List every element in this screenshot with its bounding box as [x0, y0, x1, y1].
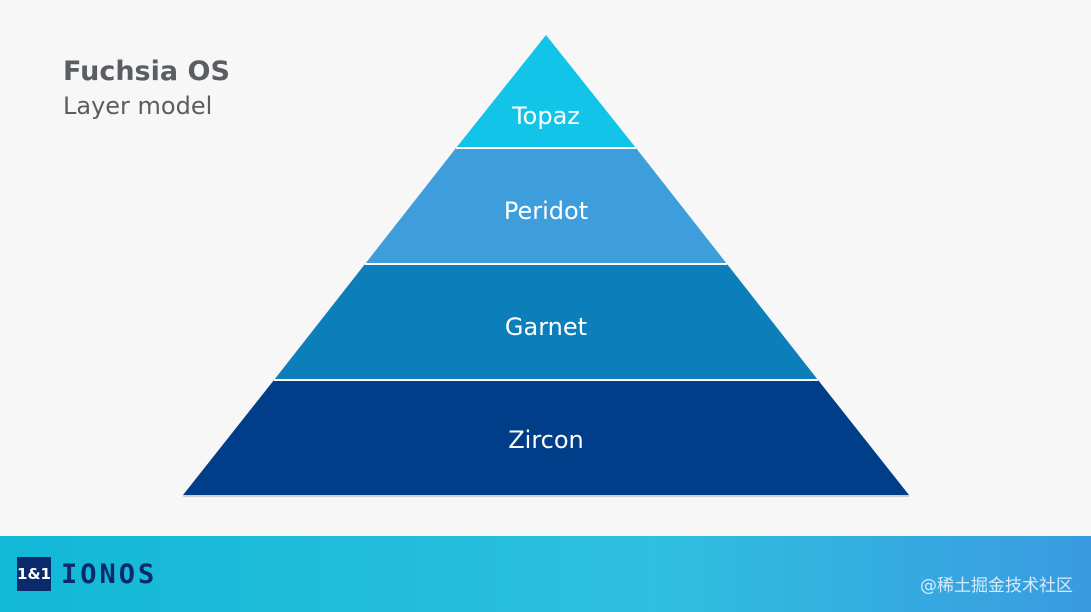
- pyramid-layer-garnet: [274, 264, 818, 380]
- layer-label-zircon: Zircon: [508, 426, 584, 454]
- pyramid-layer-topaz: [456, 35, 636, 148]
- ionos-logo: 1&1 IONOS: [17, 557, 157, 591]
- layer-pyramid: Topaz Peridot Garnet Zircon: [183, 35, 909, 497]
- page-title: Fuchsia OS: [63, 56, 230, 87]
- layer-label-peridot: Peridot: [504, 197, 588, 225]
- logo-box: 1&1: [17, 557, 51, 591]
- watermark: @稀土掘金技术社区: [920, 576, 1073, 596]
- layer-label-garnet: Garnet: [505, 313, 587, 341]
- pyramid-layer-zircon: [183, 380, 909, 495]
- layer-label-topaz: Topaz: [511, 102, 580, 130]
- title-block: Fuchsia OS Layer model: [63, 56, 230, 121]
- footer-bar: 1&1 IONOS @稀土掘金技术社区: [0, 536, 1091, 612]
- logo-text: IONOS: [61, 558, 158, 590]
- page-subtitle: Layer model: [63, 92, 213, 121]
- pyramid-layer-peridot: [365, 148, 727, 264]
